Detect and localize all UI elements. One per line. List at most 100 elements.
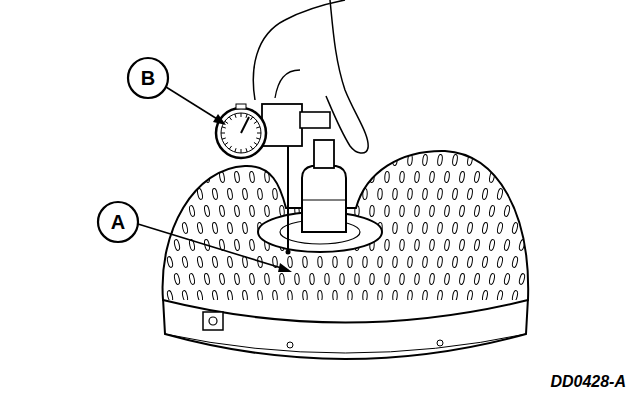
dome-hole [414,239,420,250]
dome-hole [348,154,352,165]
dome-hole [512,188,519,200]
dome-hole [348,256,352,267]
dome-hole [504,239,511,251]
dome-hole [422,222,428,233]
dome-hole [422,154,428,165]
dial-tick [250,146,252,149]
dome-hole [197,154,204,166]
leader-arrowhead [278,263,292,272]
dome-hole [189,273,196,285]
dome-hole [219,171,225,183]
dome-hole [482,256,489,268]
dome-hole [204,171,211,183]
indicator-clamp [262,104,302,146]
dome-hole [234,171,240,183]
dome-hole [518,273,525,285]
dome-hole [242,222,248,234]
dial-tick [225,142,228,144]
dome-hole [452,222,458,234]
dome-hole [384,205,389,216]
dome-hole [227,188,233,200]
holder-line [302,200,346,201]
dome-hole [212,222,218,234]
dome-hole [234,239,240,251]
dome-hole [234,205,240,217]
dial-face [216,108,266,158]
dome-hole [474,239,480,251]
holder-post [314,140,334,168]
dial-tick [229,146,231,149]
dial-tick [222,138,226,139]
dome-hole [189,205,196,217]
dome-hole [489,205,496,217]
dome-hole [482,290,489,302]
callout-letter: B [141,68,155,88]
band-edge [165,334,526,353]
dome-hole [279,273,284,284]
dome-hole [302,154,307,165]
dial-needle [241,117,249,133]
figure-code: DD0428-A [550,374,626,390]
callout-circle [128,58,168,98]
dome-hole [512,154,519,166]
dome-hole [370,171,375,182]
dial-cap [236,104,246,109]
dome-hole [302,290,307,301]
indicator-holder [302,166,346,232]
dome-hole [504,205,511,217]
dome-hole [378,188,383,199]
dome-hole [429,171,435,182]
dome-hole [264,171,270,182]
dome-hole [182,188,189,200]
indicator-stem [287,146,289,250]
dial-tick [257,133,261,134]
dome-hole [422,256,428,267]
dome-hole [437,154,443,166]
dome-hole [407,290,412,301]
dome-hole [459,171,465,183]
dome-hole [166,188,173,200]
dome-holes [166,154,525,302]
dome-hole [422,290,428,301]
dome-hole [512,222,519,234]
dome-hole [212,188,218,200]
dome-hole [384,171,389,182]
rivet [287,342,293,348]
dome-hole [355,273,360,284]
dome-hole [518,205,525,217]
mount-pad [203,312,223,330]
dome-hole [257,290,263,301]
dial-tick [221,133,225,134]
dome-hole [407,256,412,267]
dome-hole [384,239,389,250]
dome-hole [310,273,315,284]
dome-hole [166,222,173,234]
dome-hole [264,273,270,284]
dome-hole [518,239,525,251]
dome-hole [182,256,189,268]
dome-hole [227,290,233,302]
dome-hole [219,273,225,285]
dome-hole [497,256,504,268]
dome-hole [384,273,389,284]
dial-tick [235,114,236,118]
dome-hole [249,273,255,284]
dome-hole [414,273,420,284]
dome-hole [504,171,511,183]
leader-arrowhead [213,114,226,125]
dome-hole [182,290,189,302]
dial-tick [256,138,260,139]
dial-tick [241,113,242,117]
dome-hole [363,154,368,165]
finger-crease [275,70,300,98]
dial-bezel [221,113,261,153]
dome-hole [459,205,465,217]
dome-hole [355,171,360,182]
dome-hole [333,290,338,301]
dome-hole [444,273,450,285]
dome-hole [249,239,255,250]
dome-hole [325,273,330,284]
dome-hole [257,154,263,165]
dome-hole [392,188,397,199]
dial-tick [222,127,226,128]
